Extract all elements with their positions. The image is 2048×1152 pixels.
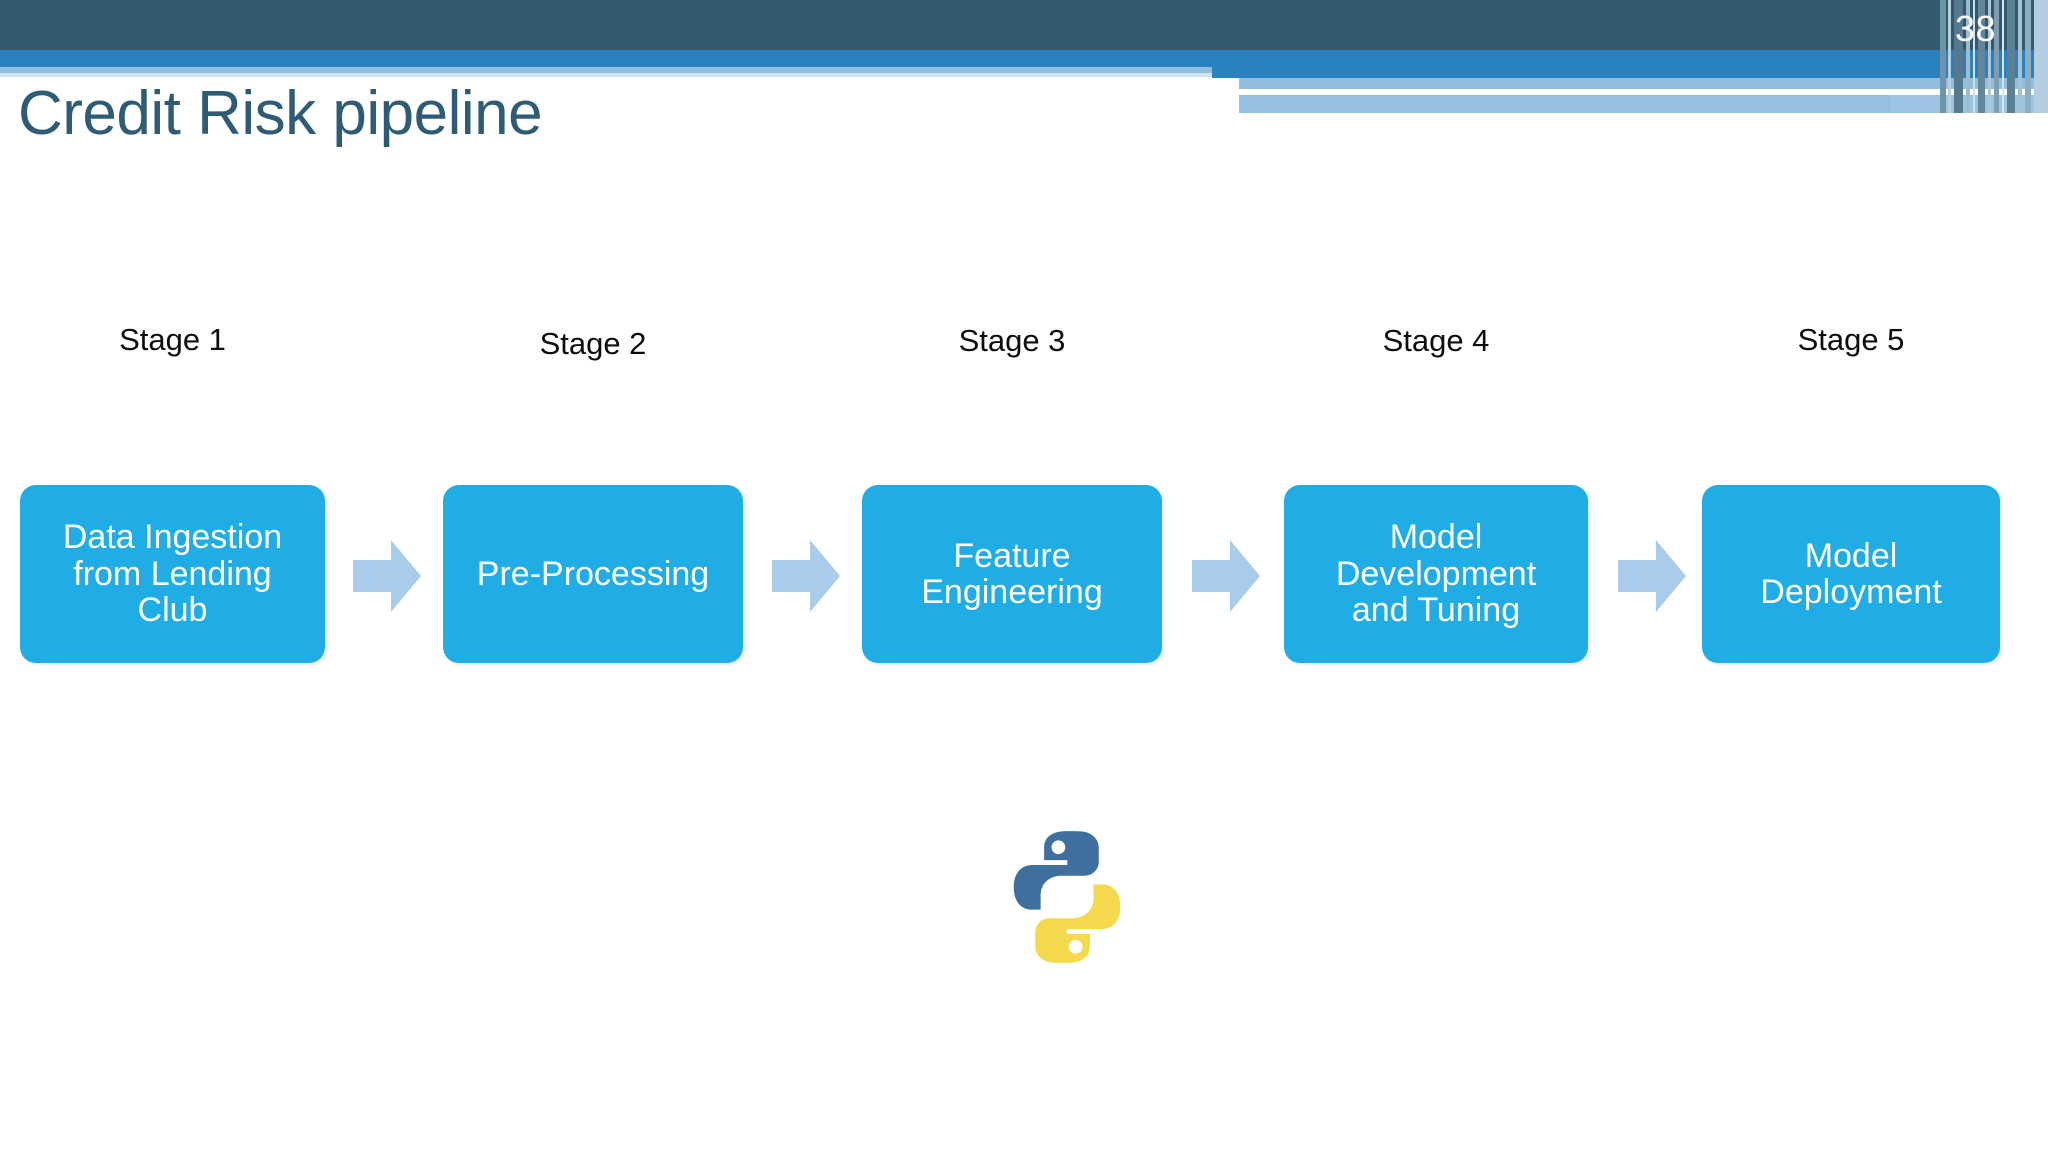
python-logo (993, 823, 1141, 971)
stage-5-label: Stage 5 (1797, 322, 1905, 357)
header-right-bar-upper (1212, 50, 2048, 78)
header-right-bar-mid (1239, 78, 2048, 89)
stage-5-line-1: Model (1804, 536, 1898, 575)
stage-2-line-1: Pre-Processing (476, 554, 710, 593)
pipeline-diagram: Stage 1 Data Ingestion from Lending Club… (0, 322, 2048, 700)
stage-1-box[interactable]: Data Ingestion from Lending Club (20, 485, 325, 663)
stage-4-line-3: and Tuning (1351, 591, 1521, 630)
arrow-stage-4-to-5 (1618, 540, 1686, 612)
header-vertical-stripes (1938, 0, 2048, 113)
stage-5-box[interactable]: Model Deployment (1702, 485, 2000, 663)
header-right-bar-lower (1239, 95, 1891, 113)
arrow-stage-1-to-2 (353, 540, 421, 612)
stage-3-label: Stage 3 (958, 323, 1066, 358)
stage-1-label: Stage 1 (119, 322, 226, 357)
arrow-stage-3-to-4 (1192, 540, 1260, 612)
stage-1-line-1: Data Ingestion (62, 518, 283, 557)
stage-4-line-1: Model (1389, 518, 1483, 557)
arrow-stage-2-to-3 (772, 540, 840, 612)
stage-4-line-2: Development (1335, 554, 1537, 593)
stage-3-line-1: Feature (953, 536, 1071, 575)
stage-2-label: Stage 2 (539, 326, 647, 361)
header-light-line (0, 67, 2048, 73)
stage-1-line-3: Club (137, 591, 208, 630)
stage-3-box[interactable]: Feature Engineering (862, 485, 1162, 663)
stage-3-line-2: Engineering (921, 573, 1103, 611)
header-dark-band (0, 0, 2048, 50)
stage-4-label: Stage 4 (1382, 323, 1490, 358)
stage-5-line-2: Deployment (1760, 573, 1942, 611)
stage-1-line-2: from Lending (73, 554, 272, 593)
page-title: Credit Risk pipeline (18, 79, 543, 148)
page-number: 38 (1954, 8, 1996, 49)
stage-2-box[interactable]: Pre-Processing (443, 485, 743, 663)
stage-4-box[interactable]: Model Development and Tuning (1284, 485, 1588, 663)
header-pale-line (0, 73, 2048, 77)
